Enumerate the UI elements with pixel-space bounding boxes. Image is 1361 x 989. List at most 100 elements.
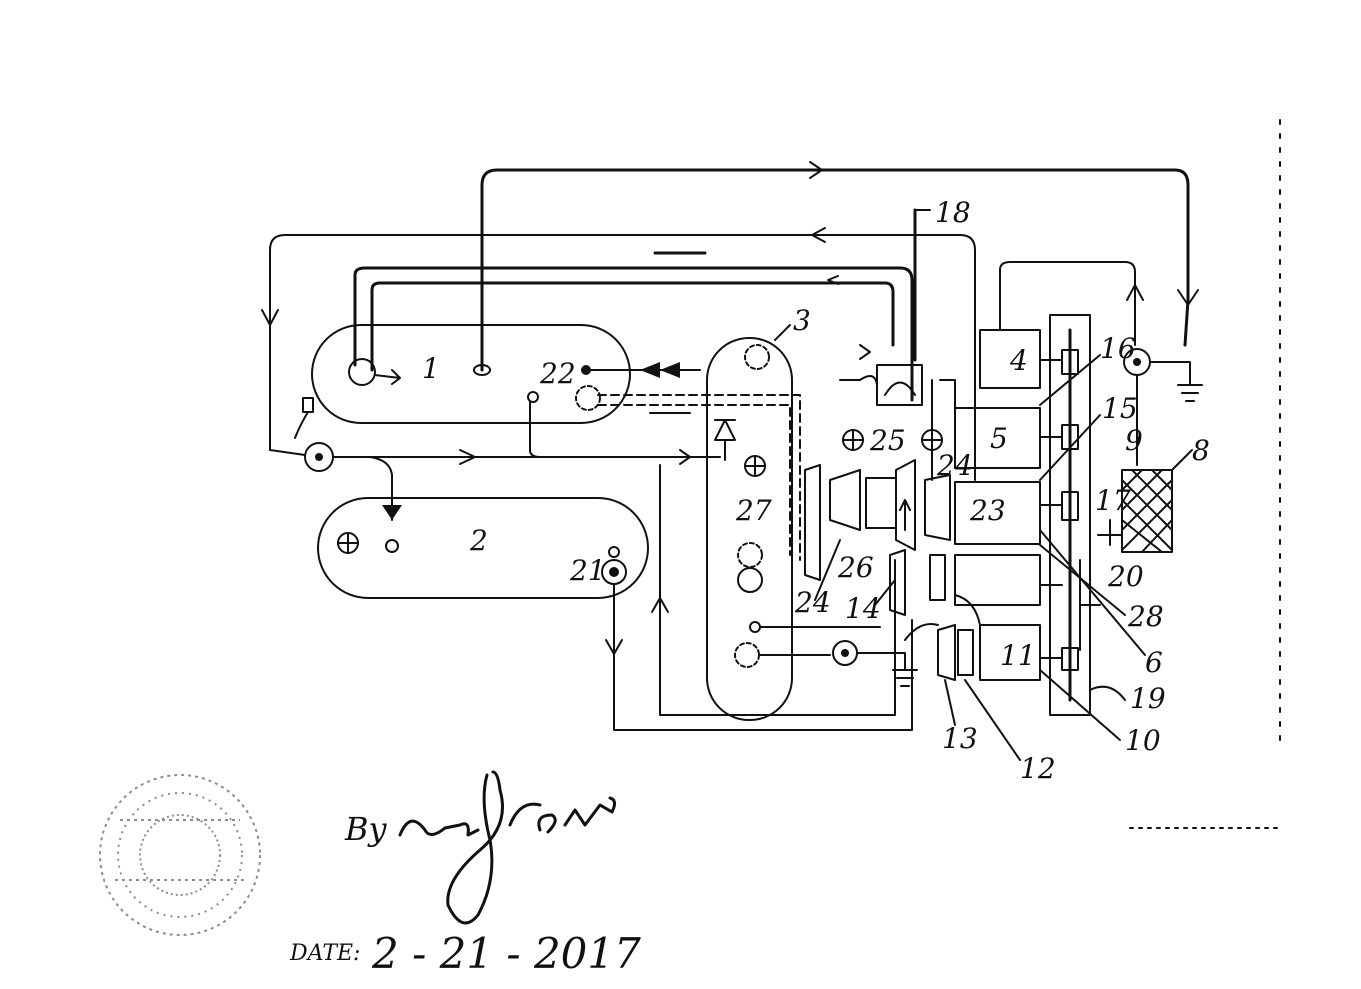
label-10: 10: [1125, 724, 1161, 757]
pump-25-left-cross: [842, 429, 864, 451]
pipe-from-valve: [529, 401, 541, 458]
check-valve-arrows: [640, 362, 680, 378]
block-8-hatching: [1121, 469, 1173, 553]
compressor-13: [937, 624, 956, 681]
label-5: 5: [990, 422, 1008, 455]
arrow-into-3: [679, 449, 691, 465]
handwritten-signature: [398, 770, 617, 925]
block-11: [979, 624, 1041, 681]
valve-21-top: [608, 546, 620, 558]
label-22: 22: [539, 357, 576, 390]
pipe-to-tank-2: [369, 456, 393, 521]
tank-3: [706, 337, 793, 721]
label-9: 9: [1125, 424, 1143, 457]
label-2: 2: [469, 524, 488, 557]
pipe-28-11: [954, 594, 981, 626]
tank-3-port-mid: [737, 542, 763, 568]
label-26: 26: [837, 551, 874, 584]
heat-exchanger-box: [876, 364, 923, 406]
tank-2-plus-sign: [337, 532, 359, 554]
arrow-left-upper: [811, 227, 826, 243]
pipe-14-13: [904, 623, 939, 641]
gear-16: [1061, 349, 1079, 375]
pump-right-center: [1133, 358, 1141, 366]
compressor-27: [804, 464, 821, 581]
coupling-28: [929, 554, 946, 601]
tank-3-port-low: [737, 567, 763, 593]
tank-3-port-bottom: [734, 642, 760, 668]
ground-wire-right: [1149, 361, 1191, 386]
pipe-to-hx: [839, 375, 878, 386]
ground-symbol-right: [1177, 384, 1203, 402]
label-24a-leader: [814, 539, 841, 601]
arrow-to-hx: [859, 344, 871, 360]
label-25: 25: [869, 424, 906, 457]
label-16: 16: [1100, 332, 1136, 365]
arrow-up-bottom: [651, 597, 669, 613]
coupling-12: [957, 629, 974, 676]
tank-1-port: [348, 358, 376, 386]
switch-wire: [294, 411, 309, 439]
label-13: 13: [942, 722, 978, 755]
turbine-core: [865, 477, 897, 529]
inner-loop-inner: [370, 281, 895, 372]
pump-bottom-center: [841, 649, 849, 657]
block-8: [1121, 469, 1173, 553]
arrow-mid-right: [459, 449, 476, 465]
label-13-leader: [944, 679, 956, 726]
pump-left-center: [315, 453, 323, 461]
tank-3-plus-sign: [744, 455, 766, 477]
arrow-down-tank-2: [382, 505, 402, 520]
inner-loop-outer: [353, 266, 914, 402]
tank-1: [311, 324, 631, 424]
label-4: 4: [1009, 344, 1028, 377]
label-21: 21: [569, 554, 606, 587]
pump-24-right-cross: [921, 429, 943, 451]
loop-to-pump: [269, 449, 306, 456]
label-3: 3: [793, 304, 811, 337]
label-23: 23: [969, 494, 1006, 527]
shaft-frame: [1049, 314, 1091, 716]
small-switch: [302, 397, 314, 413]
ground-wire-bottom: [856, 652, 906, 671]
top-arrow-right: [809, 161, 823, 179]
label-8: 8: [1192, 434, 1210, 467]
label-19: 19: [1130, 682, 1166, 715]
label-24a: 24: [794, 586, 831, 619]
label-18: 18: [935, 196, 971, 229]
turbine-arrow-up: [899, 499, 911, 531]
upper-thin-loop: [269, 234, 976, 481]
block-23: [954, 481, 1041, 545]
diode-symbol: [714, 419, 736, 461]
label-14-leader: [874, 579, 896, 606]
notary-stamp: [99, 774, 261, 936]
dashed-line-lower: [597, 404, 791, 556]
valve-22-dot: [581, 365, 591, 375]
label-12: 12: [1020, 752, 1056, 785]
label-17: 17: [1095, 484, 1131, 517]
right-loop-pipe: [999, 261, 1136, 346]
label-19-leader: [1089, 685, 1126, 701]
down-arrow-left: [261, 309, 279, 326]
small-valve: [527, 391, 539, 403]
ground-symbol-bottom: [892, 669, 918, 687]
label-15-leader: [1039, 414, 1101, 481]
dashed-line-upper: [597, 394, 801, 561]
label-12-leader: [964, 679, 1021, 761]
label-10-leader: [1039, 669, 1121, 741]
tank-3-port-top: [744, 344, 770, 370]
down-arrow-right: [1177, 289, 1199, 306]
tank-2-port: [385, 539, 399, 553]
date-label: DATE:: [289, 941, 360, 966]
date-value: 2 - 21 - 2017: [371, 929, 641, 978]
turbine-23-left: [924, 474, 951, 541]
arrow-down-bottom: [605, 639, 623, 655]
part-20-line: [1079, 559, 1101, 651]
shaft-couplings: [1039, 359, 1063, 659]
label-14: 14: [845, 592, 881, 625]
label-11: 11: [1000, 639, 1036, 672]
block-28: [954, 554, 1041, 606]
valve-21-center: [609, 567, 619, 577]
label-27: 27: [735, 494, 772, 527]
top-return-pipe: [480, 168, 1190, 372]
